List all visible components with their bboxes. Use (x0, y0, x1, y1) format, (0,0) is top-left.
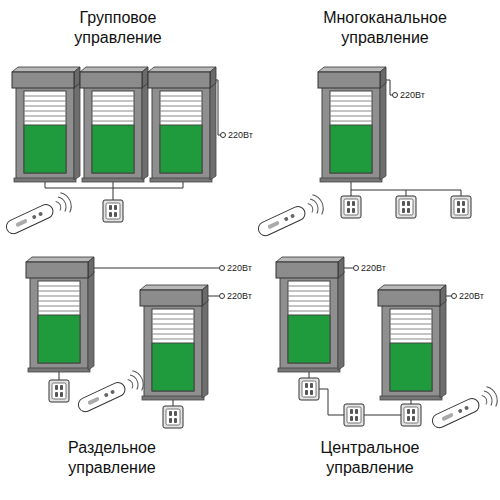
multichannel-panel (254, 67, 471, 242)
voltage-label: 220Вт (228, 130, 253, 141)
scheme-heading: Многоканальное управление (310, 8, 460, 48)
voltage-label: 220Вт (400, 90, 425, 101)
separate-panel (26, 257, 225, 428)
voltage-label: 220Вт (361, 263, 386, 274)
voltage-label: 220Вт (459, 291, 484, 302)
scheme-heading: Групповое управление (43, 8, 193, 48)
central-panel (276, 257, 500, 434)
scheme-heading: Центральное управление (295, 438, 445, 478)
group-panel (2, 67, 225, 240)
scheme-heading: Раздельное управление (37, 438, 187, 478)
voltage-label: 220Вт (227, 263, 252, 274)
voltage-label: 220Вт (227, 291, 252, 302)
